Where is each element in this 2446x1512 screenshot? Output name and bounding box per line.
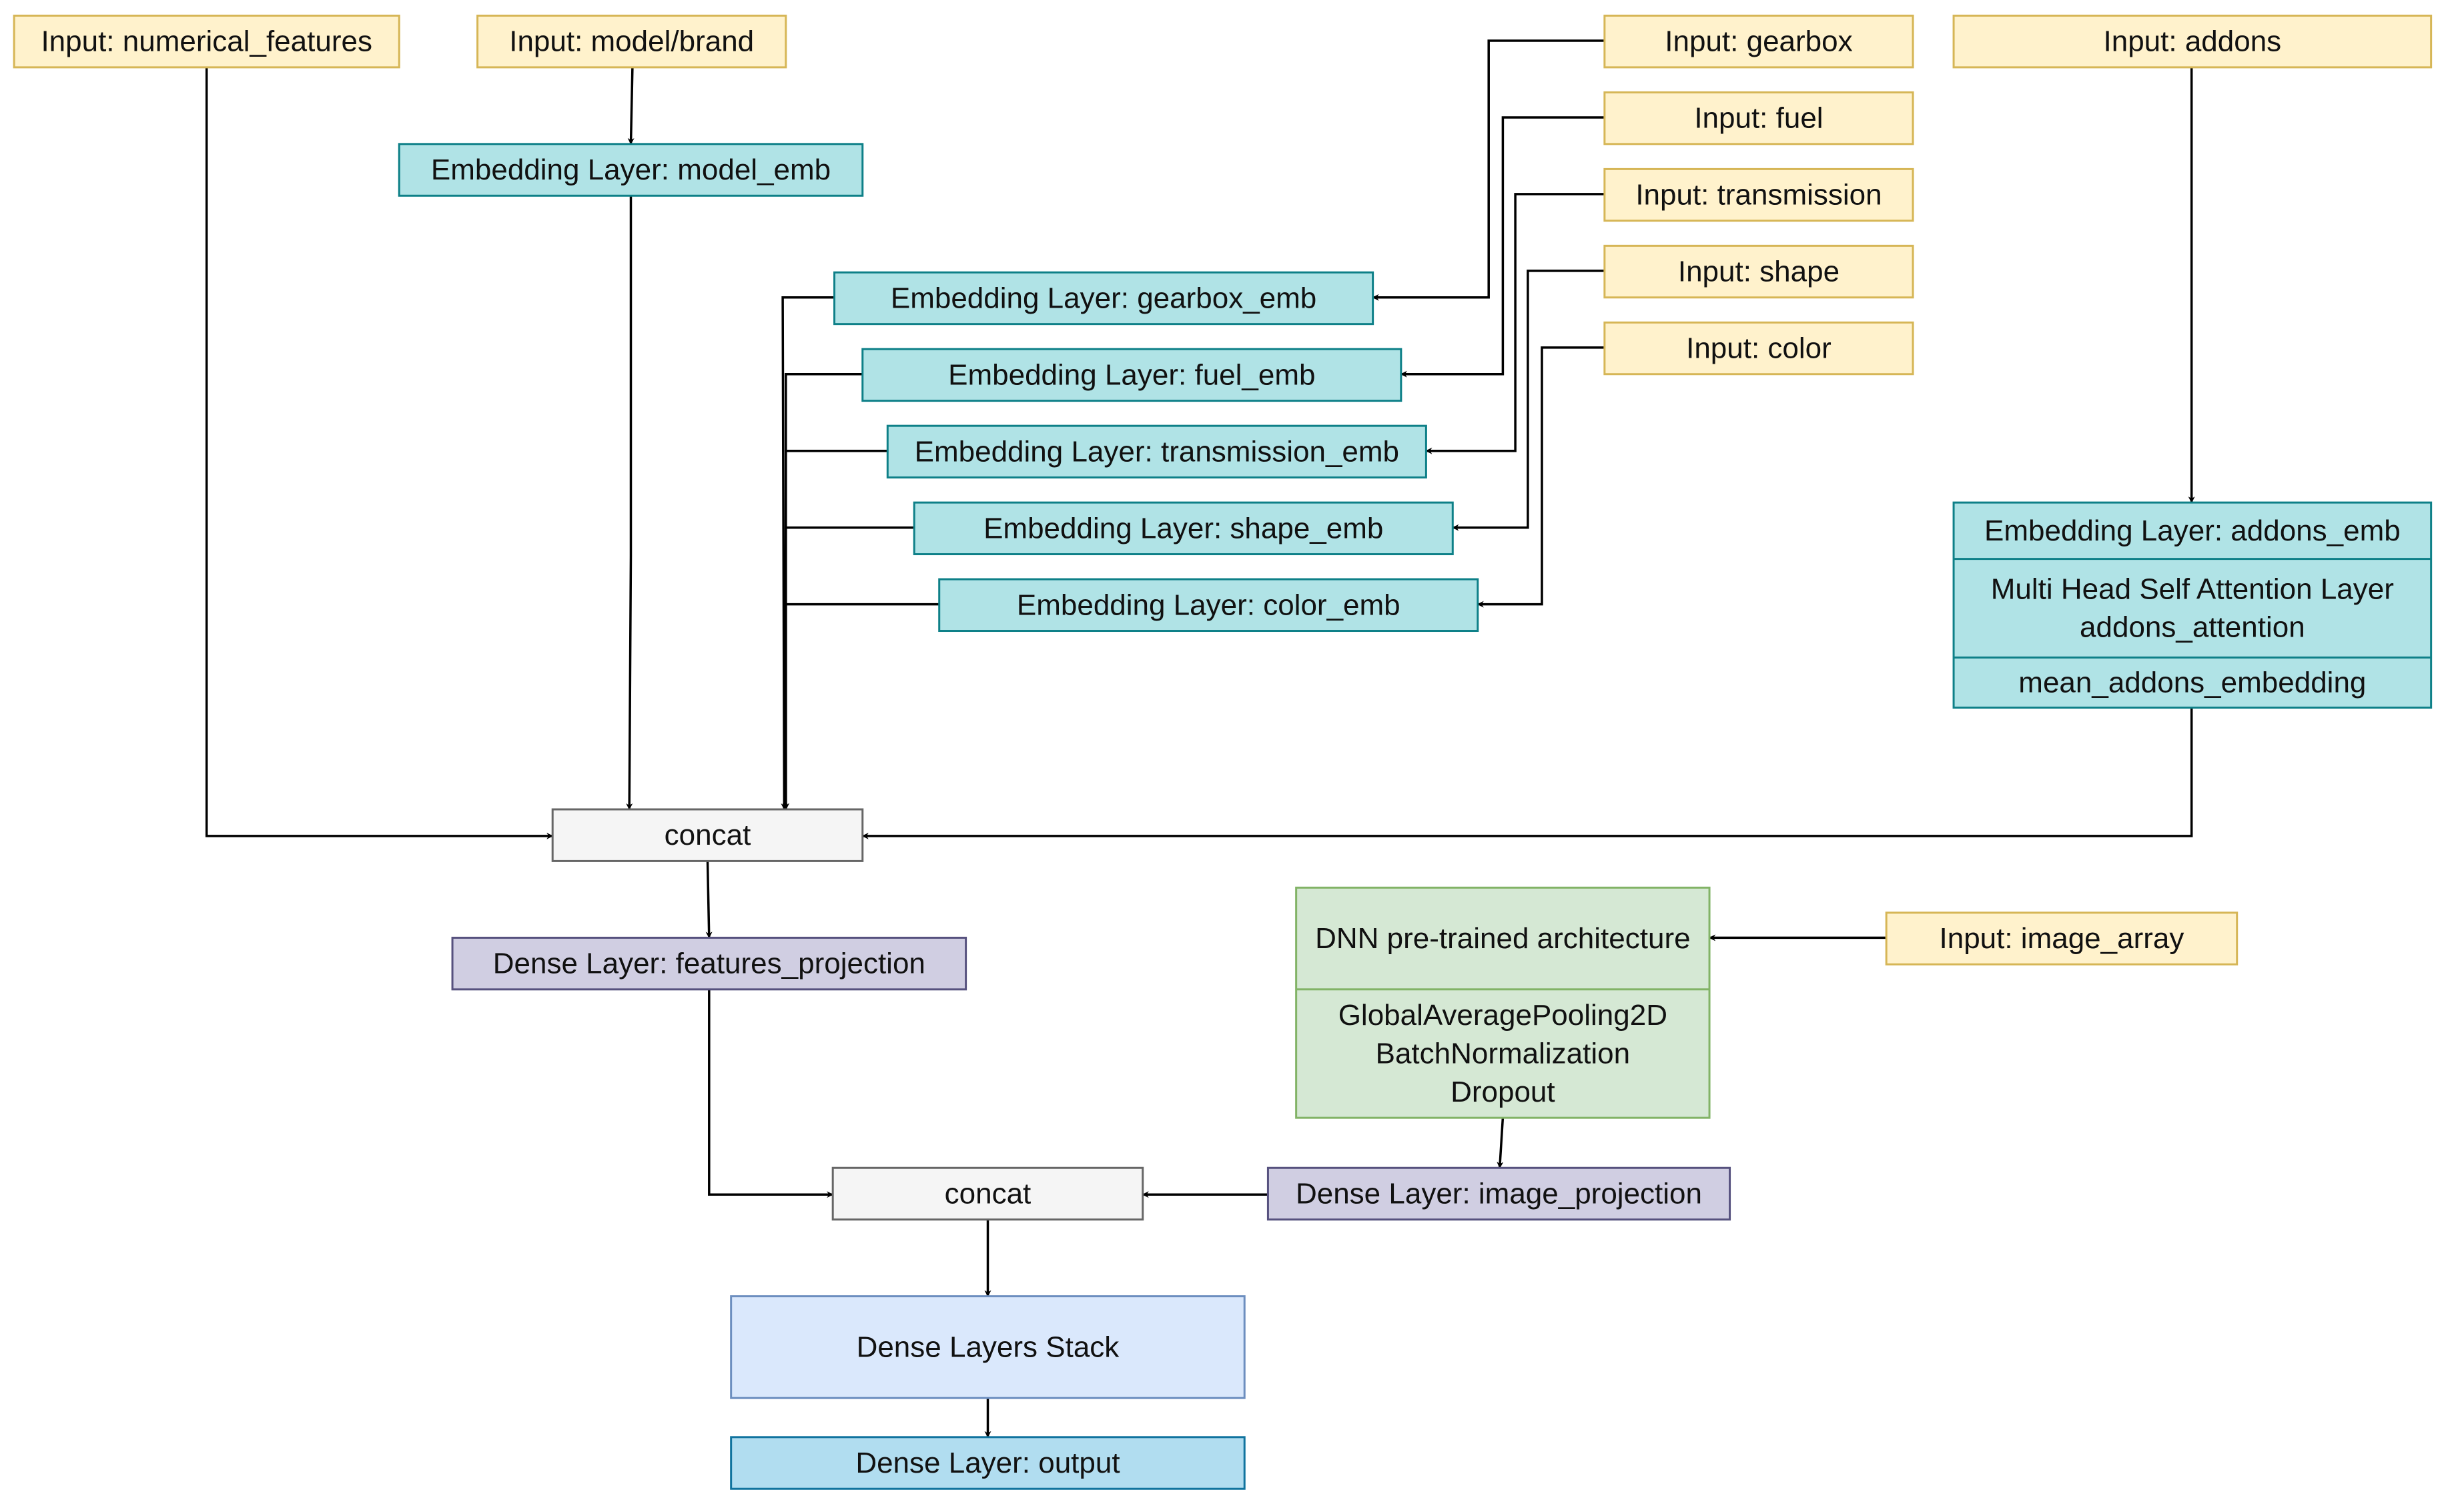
input-shape-label: Input: shape — [1678, 256, 1840, 288]
dense-image-projection-box — [1266, 1166, 1731, 1221]
edge-input-numerical-features-to-concat-1 — [205, 67, 554, 839]
edge-emb-transmission-to-concat-1 — [782, 449, 888, 810]
input-transmission-label: Input: transmission — [1635, 179, 1882, 212]
input-color-box — [1603, 321, 1914, 376]
node-input-transmission: Input: transmission — [1603, 167, 1914, 222]
edge-concat-1-to-dense-features-projection — [705, 861, 713, 939]
node-input-addons: Input: addons — [1952, 14, 2433, 69]
concat-2-box — [831, 1166, 1144, 1221]
emb-color-box — [938, 578, 1479, 633]
emb-fuel-box — [861, 348, 1402, 402]
emb-transmission-box — [886, 424, 1427, 479]
dense-output-label: Dense Layer: output — [855, 1447, 1120, 1479]
dnn-block-box — [1295, 886, 1711, 1119]
emb-gearbox-label: Embedding Layer: gearbox_emb — [891, 282, 1316, 314]
edge-input-model-brand-to-emb-model — [627, 67, 635, 145]
input-gearbox-box — [1603, 14, 1914, 69]
edge-emb-gearbox-to-concat-1 — [781, 296, 835, 810]
emb-transmission-label: Embedding Layer: transmission_emb — [915, 435, 1399, 468]
node-emb-gearbox: Embedding Layer: gearbox_emb — [833, 271, 1374, 326]
node-dense-features-projection: Dense Layer: features_projection — [451, 936, 967, 991]
dnn-block-label: Dropout — [1451, 1076, 1555, 1108]
emb-gearbox-box — [833, 271, 1374, 326]
addons-block-label: mean_addons_embedding — [2018, 666, 2366, 699]
dnn-block-label: DNN pre-trained architecture — [1315, 922, 1690, 955]
addons-block-label: addons_attention — [2080, 611, 2305, 644]
node-dnn-block: DNN pre-trained architectureGlobalAverag… — [1295, 886, 1711, 1119]
input-transmission-box — [1603, 167, 1914, 222]
node-input-numerical-features: Input: numerical_features — [13, 14, 400, 69]
dense-layers-stack-box — [730, 1295, 1246, 1399]
addons-block-box — [1952, 501, 2433, 709]
connectors — [205, 39, 2195, 1438]
edge-input-gearbox-to-emb-gearbox — [1372, 39, 1605, 301]
node-input-model-brand: Input: model/brand — [476, 14, 787, 69]
input-fuel-box — [1603, 91, 1914, 145]
edge-input-shape-to-emb-shape — [1452, 270, 1605, 531]
dnn-block-label: BatchNormalization — [1376, 1037, 1631, 1070]
node-emb-model: Embedding Layer: model_emb — [398, 143, 864, 197]
emb-color-label: Embedding Layer: color_emb — [1017, 589, 1400, 621]
concat-1-label: concat — [665, 819, 751, 851]
input-model-brand-label: Input: model/brand — [509, 25, 754, 58]
input-numerical-features-box — [13, 14, 400, 69]
addons-block-label: Embedding Layer: addons_emb — [1984, 514, 2401, 547]
concat-1-box — [551, 808, 864, 862]
node-dense-image-projection: Dense Layer: image_projection — [1266, 1166, 1731, 1221]
node-concat-1: concat — [551, 808, 864, 862]
input-gearbox-label: Input: gearbox — [1665, 25, 1852, 58]
emb-shape-box — [913, 501, 1454, 556]
node-emb-transmission: Embedding Layer: transmission_emb — [886, 424, 1427, 479]
dense-features-projection-label: Dense Layer: features_projection — [493, 948, 925, 980]
edge-emb-model-to-concat-1 — [626, 196, 633, 810]
input-image-array-box — [1885, 911, 2238, 966]
node-emb-shape: Embedding Layer: shape_emb — [913, 501, 1454, 556]
edge-emb-fuel-to-concat-1 — [782, 372, 863, 810]
node-dense-output: Dense Layer: output — [730, 1436, 1246, 1490]
emb-fuel-label: Embedding Layer: fuel_emb — [948, 358, 1315, 391]
addons-block-label: Multi Head Self Attention Layer — [1991, 573, 2394, 605]
node-concat-2: concat — [831, 1166, 1144, 1221]
node-input-image-array: Input: image_array — [1885, 911, 2238, 966]
concat-2-label: concat — [945, 1177, 1032, 1210]
node-input-color: Input: color — [1603, 321, 1914, 376]
node-input-shape: Input: shape — [1603, 244, 1914, 299]
edge-emb-shape-to-concat-1 — [782, 526, 915, 810]
node-emb-fuel: Embedding Layer: fuel_emb — [861, 348, 1402, 402]
dense-image-projection-label: Dense Layer: image_projection — [1296, 1177, 1702, 1210]
input-model-brand-box — [476, 14, 787, 69]
node-emb-color: Embedding Layer: color_emb — [938, 578, 1479, 633]
emb-model-label: Embedding Layer: model_emb — [431, 153, 831, 186]
input-image-array-label: Input: image_array — [1940, 922, 2184, 955]
dense-features-projection-box — [451, 936, 967, 991]
edge-addons-block-to-concat-1 — [861, 707, 2193, 839]
node-input-fuel: Input: fuel — [1603, 91, 1914, 145]
dnn-block-label: GlobalAveragePooling2D — [1338, 999, 1667, 1032]
input-numerical-features-label: Input: numerical_features — [41, 25, 372, 58]
edge-dnn-block-to-dense-image-projection — [1497, 1118, 1505, 1169]
edge-input-transmission-to-emb-transmission — [1425, 193, 1605, 454]
nodes: Input: numerical_features Input: model/br… — [13, 14, 2433, 1490]
edge-input-fuel-to-emb-fuel — [1400, 116, 1605, 378]
input-shape-box — [1603, 244, 1914, 299]
input-addons-box — [1952, 14, 2433, 69]
emb-model-box — [398, 143, 864, 197]
node-input-gearbox: Input: gearbox — [1603, 14, 1914, 69]
node-dense-layers-stack: Dense Layers Stack — [730, 1295, 1246, 1399]
dense-layers-stack-label: Dense Layers Stack — [857, 1331, 1120, 1363]
input-fuel-label: Input: fuel — [1694, 102, 1823, 135]
edge-emb-color-to-concat-1 — [782, 603, 939, 810]
emb-shape-label: Embedding Layer: shape_emb — [983, 512, 1383, 544]
input-color-label: Input: color — [1686, 332, 1831, 365]
dense-output-box — [730, 1436, 1246, 1490]
input-addons-label: Input: addons — [2104, 25, 2282, 58]
edge-input-color-to-emb-color — [1477, 346, 1605, 608]
edge-dense-features-projection-to-concat-2 — [708, 989, 834, 1198]
